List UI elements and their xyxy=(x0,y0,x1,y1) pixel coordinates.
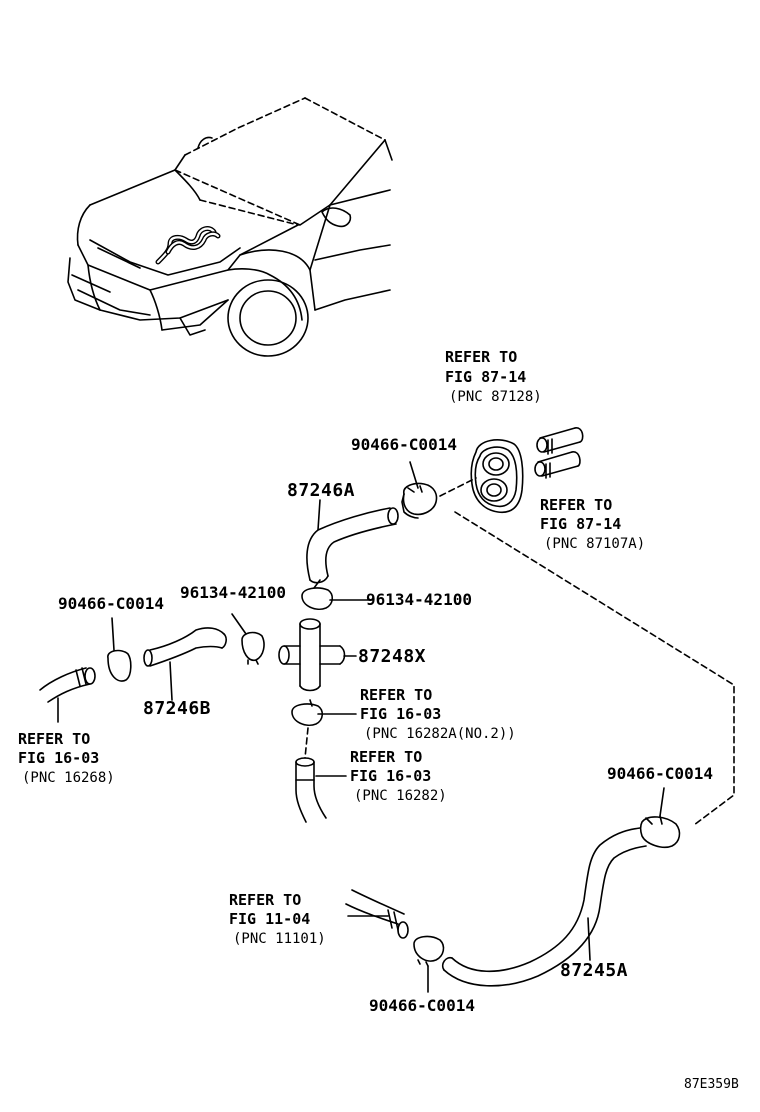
tee-joint xyxy=(278,618,357,692)
part-code-clamp-right: 90466-C0014 xyxy=(607,764,713,783)
ref-top-line3: (PNC 87128) xyxy=(449,389,542,405)
ref-top-line1: REFER TO xyxy=(445,348,518,366)
hose-clamp-right xyxy=(639,787,681,849)
part-number-87246a: 87246A xyxy=(287,480,356,501)
heater-pipes xyxy=(534,427,584,479)
diagram-code: 87E359B xyxy=(684,1077,739,1092)
ref-right-line1: REFER TO xyxy=(540,496,613,514)
ref-mid2-line2: FIG 16-03 xyxy=(350,767,432,785)
ref-mid1-line2: FIG 16-03 xyxy=(360,705,442,723)
part-code-clamp-top: 90466-C0014 xyxy=(351,435,457,454)
grommet xyxy=(470,439,524,514)
clip-left xyxy=(231,613,265,665)
part-number-87246b: 87246B xyxy=(143,698,212,719)
ref-top-line2: FIG 87-14 xyxy=(445,368,527,386)
ref-mid2-line1: REFER TO xyxy=(350,748,423,766)
ref-left-line2: FIG 16-03 xyxy=(18,749,100,767)
clip-right xyxy=(301,579,373,611)
ref-mid2-line3: (PNC 16282) xyxy=(354,788,447,804)
ref-bottom-line2: FIG 11-04 xyxy=(229,910,311,928)
ref-mid1-line1: REFER TO xyxy=(360,686,433,704)
ref-right-line2: FIG 87-14 xyxy=(540,515,622,533)
ref-bottom-line1: REFER TO xyxy=(229,891,302,909)
hose-87246a xyxy=(306,499,399,584)
hose-mid-lower xyxy=(295,757,347,823)
part-code-clip-left: 96134-42100 xyxy=(180,583,286,602)
ref-left-line1: REFER TO xyxy=(18,730,91,748)
part-code-clip-right: 96134-42100 xyxy=(366,590,472,609)
hose-clamp-top xyxy=(401,461,438,519)
part-code-clamp-bottom: 90466-C0014 xyxy=(369,996,475,1015)
part-number-87248x: 87248X xyxy=(358,646,427,667)
hose-87245a xyxy=(441,827,647,987)
vehicle-illustration xyxy=(67,97,393,357)
part-code-clamp-left: 90466-C0014 xyxy=(58,594,164,613)
clip-lower xyxy=(291,699,357,727)
hose-clamp-left xyxy=(107,617,132,682)
part-number-87245a: 87245A xyxy=(560,960,629,981)
hose-87246b xyxy=(143,627,227,701)
ref-bottom-line3: (PNC 11101) xyxy=(233,931,326,947)
ref-mid1-line3: (PNC 16282A(NO.2)) xyxy=(364,726,516,742)
hose-bottom-left xyxy=(345,889,409,939)
hose-clamp-bottom xyxy=(413,935,445,993)
hose-left xyxy=(39,667,96,723)
ref-left-line3: (PNC 16268) xyxy=(22,770,115,786)
ref-right-line3: (PNC 87107A) xyxy=(544,536,646,552)
